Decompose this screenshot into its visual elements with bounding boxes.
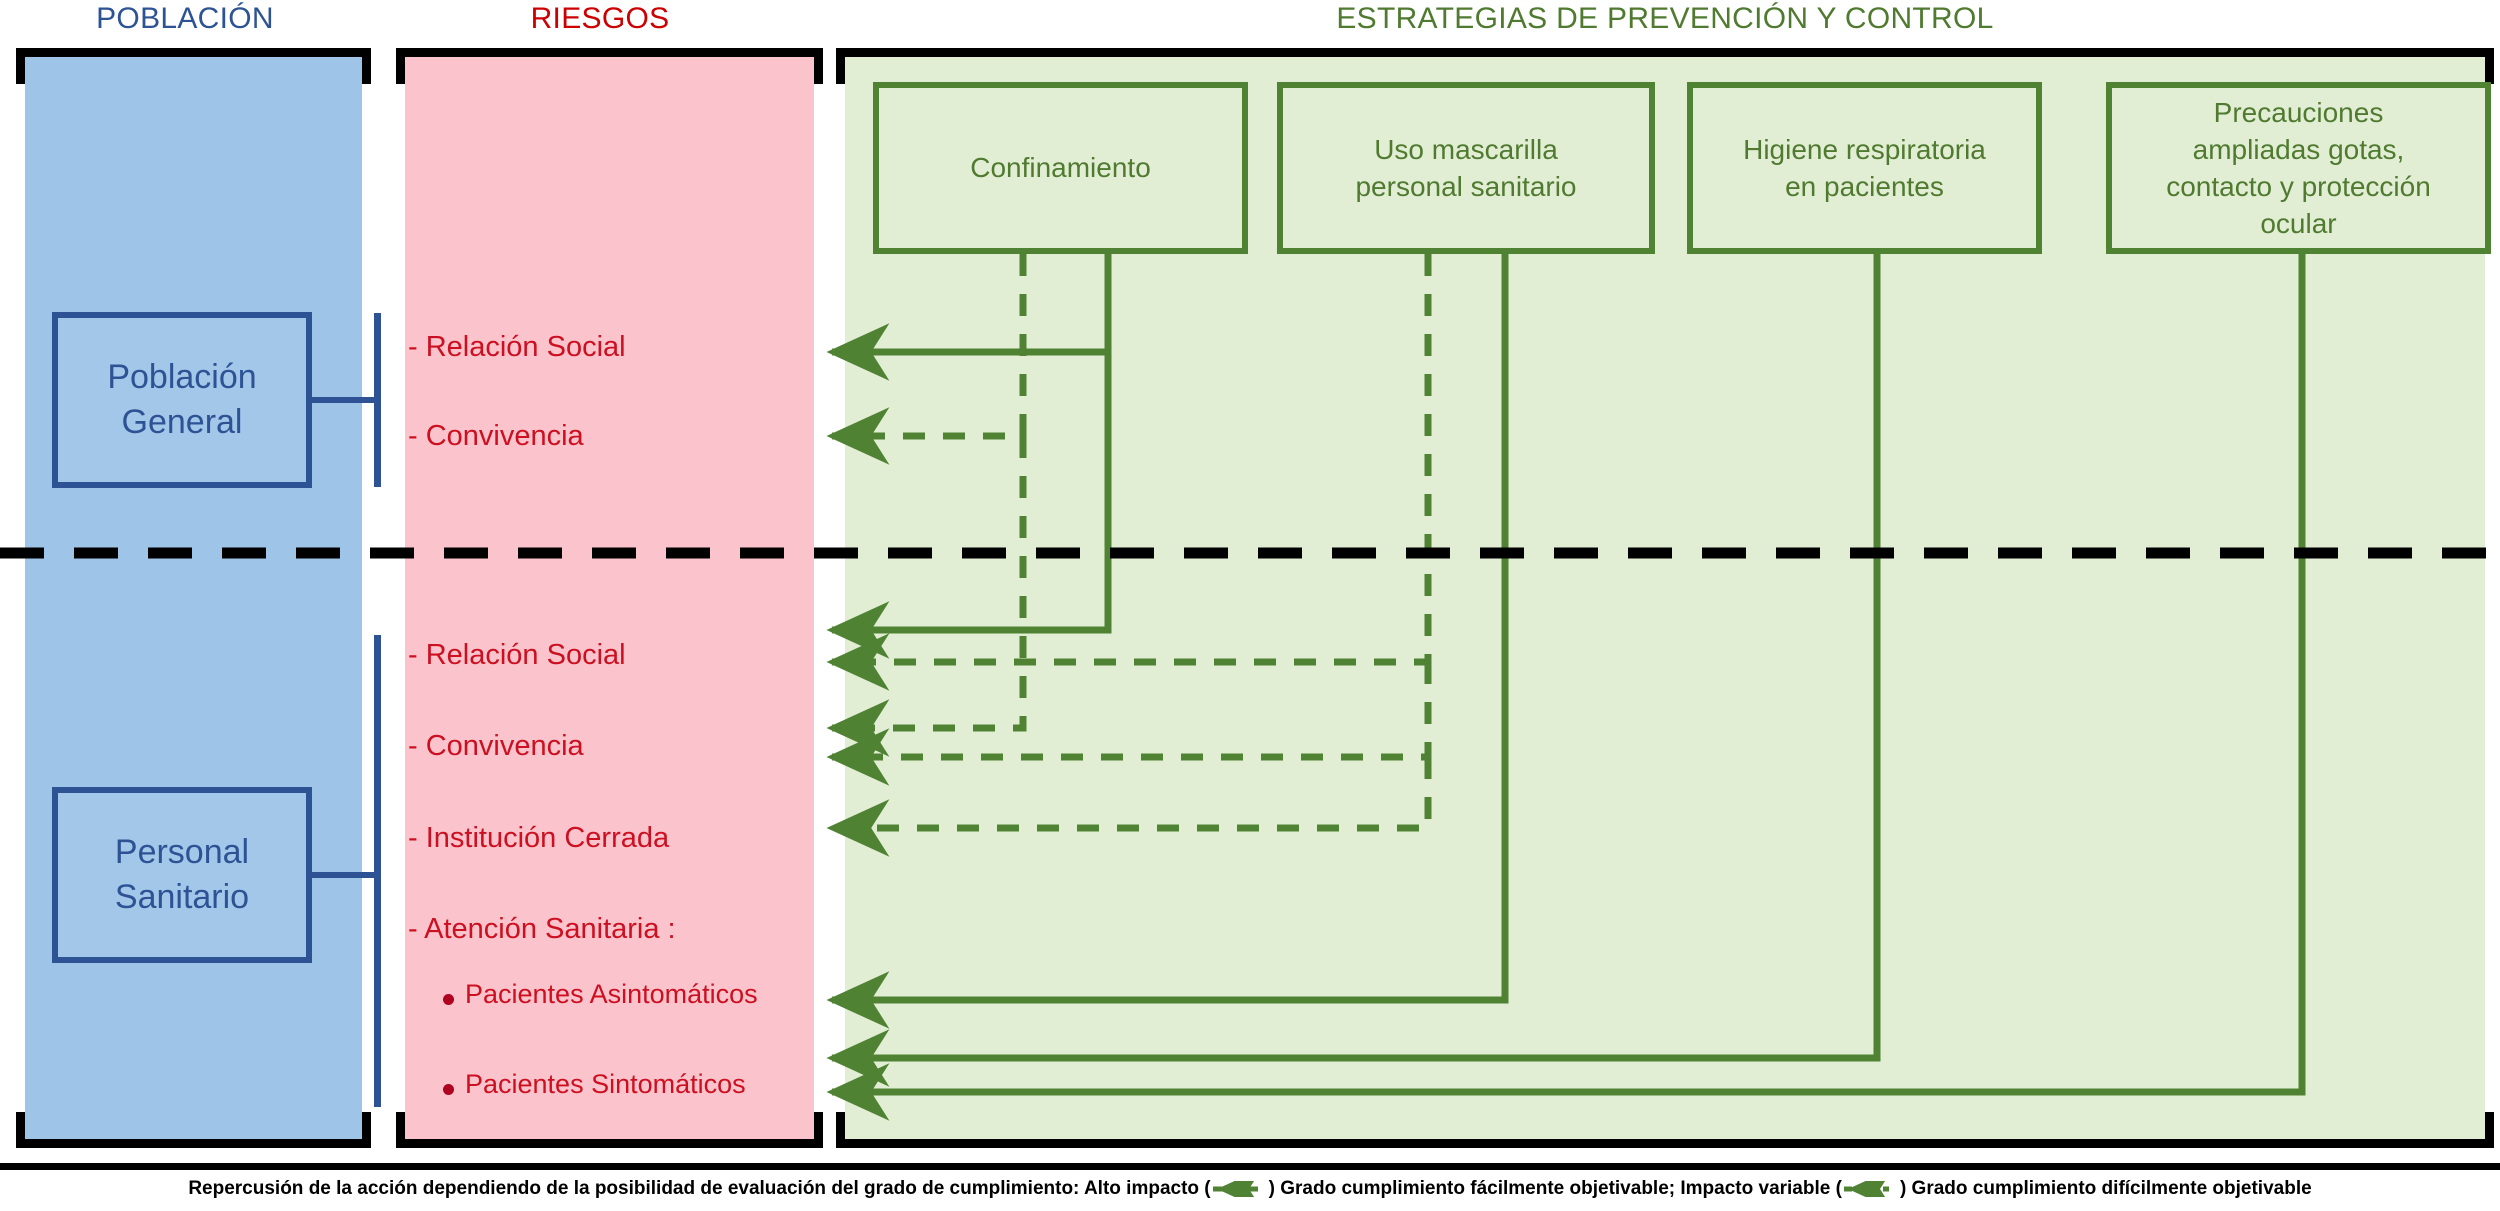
risk-sanitario-convivencia: - Convivencia [408, 730, 584, 762]
risk-sanitario-atencion-sanitaria: - Atención Sanitaria : [408, 913, 676, 945]
strategy-label-line2: personal sanitario [1355, 171, 1577, 202]
population-box-personal-sanitario[interactable]: Personal Sanitario [52, 787, 312, 963]
estrategias-frame-corner-br [2485, 1112, 2494, 1148]
wire-confinamiento-to-general-convivencia [826, 254, 1027, 465]
poblacion-frame [16, 48, 371, 1148]
risk-general-relacion-social: - Relación Social [408, 331, 626, 363]
strategy-label-line1: Higiene respiratoria [1743, 133, 1986, 165]
riesgos-frame-corner-tr [814, 48, 823, 84]
column-title-poblacion: POBLACIÓN [96, 2, 274, 35]
bullet-icon [443, 994, 454, 1005]
legend: Repercusión de la acción dependiendo de … [0, 1178, 2500, 1200]
legend-text-part3: ) Grado cumplimiento difícilmente objeti… [1899, 1178, 2312, 1199]
strategy-box-confinamiento[interactable]: Confinamiento [873, 82, 1248, 254]
wire-higiene-respiratoria-to-pacientes-sintomaticos [826, 254, 1881, 1087]
wire-uso-mascarilla-to-sanitario-convivencia [826, 662, 1432, 786]
wire-uso-mascarilla-to-sanitario-relacion-social [826, 254, 1432, 691]
bracket-stem-general [312, 397, 380, 403]
legend-text-part1: Repercusión de la acción dependiendo de … [188, 1178, 1211, 1199]
strategy-box-uso-mascarilla[interactable]: Uso mascarilla personal sanitario [1277, 82, 1655, 254]
legend-text-part2: ) Grado cumplimiento fácilmente objetiva… [1268, 1178, 1842, 1199]
riesgos-panel [405, 53, 814, 1143]
wire-precauciones-ampliadas-to-pacientes-sintomaticos [826, 254, 2306, 1121]
population-box-poblacion-general[interactable]: Población General [52, 312, 312, 488]
risk-general-convivencia: - Convivencia [408, 420, 584, 452]
bracket-bar-general [374, 313, 381, 487]
strategy-box-precauciones-ampliadas[interactable]: Precauciones ampliadas gotas, contacto y… [2106, 82, 2491, 254]
strategy-label-line3: contacto y protección [2166, 171, 2431, 202]
wire-uso-mascarilla-to-pacientes-asintomaticos [826, 254, 1509, 1029]
strategy-label-line1: Uso mascarilla [1374, 133, 1558, 165]
riesgos-frame-corner-br [814, 1112, 823, 1148]
bracket-stem-sanitario [312, 872, 380, 878]
strategy-label-line1: Confinamiento [970, 152, 1151, 184]
riesgos-frame [396, 48, 823, 1148]
strategy-label-line2: ampliadas gotas, [2192, 133, 2405, 165]
population-label-line1: Personal [114, 833, 250, 872]
risk-sanitario-institucion-cerrada: - Institución Cerrada [408, 822, 670, 854]
legend-divider [0, 1163, 2500, 1170]
riesgos-frame-corner-tl [396, 48, 405, 84]
legend-solid-arrow-icon [1212, 1181, 1262, 1197]
strategy-label-line4: ocular [2260, 208, 2337, 240]
poblacion-frame-corner-tr [362, 48, 371, 84]
population-label-line2: General [121, 403, 243, 441]
wire-confinamiento-to-sanitario-relacion-social [826, 254, 1112, 659]
risk-pacientes-asintomaticos: Pacientes Asintomáticos [465, 979, 758, 1009]
risk-pacientes-sintomaticos: Pacientes Sintomáticos [465, 1069, 746, 1099]
poblacion-frame-corner-bl [16, 1112, 25, 1148]
risk-sanitario-relacion-social: - Relación Social [408, 639, 626, 671]
wire-uso-mascarilla-to-institucion-cerrada [826, 757, 1432, 857]
poblacion-frame-corner-br [362, 1112, 371, 1148]
riesgos-frame-corner-bl [396, 1112, 405, 1148]
poblacion-frame-corner-tl [16, 48, 25, 84]
column-title-estrategias: ESTRATEGIAS DE PREVENCIÓN Y CONTROL [1336, 2, 1994, 35]
strategy-box-higiene-respiratoria[interactable]: Higiene respiratoria en pacientes [1687, 82, 2042, 254]
bracket-bar-sanitario [374, 635, 381, 1107]
strategy-label-line1: Precauciones [2213, 96, 2384, 128]
population-label-line2: Sanitario [114, 878, 250, 916]
population-label-line1: Población [107, 358, 257, 397]
estrategias-frame-corner-tr [2485, 48, 2494, 84]
estrategias-frame-corner-tl [836, 48, 845, 84]
legend-dashed-arrow-icon [1843, 1181, 1893, 1197]
estrategias-frame [836, 48, 2494, 1148]
wire-confinamiento-to-sanitario-convivencia [826, 436, 1027, 757]
strategy-label-line2: en pacientes [1785, 171, 1944, 202]
bullet-icon [443, 1084, 454, 1095]
estrategias-frame-corner-bl [836, 1112, 845, 1148]
column-title-riesgos: RIESGOS [530, 2, 670, 35]
